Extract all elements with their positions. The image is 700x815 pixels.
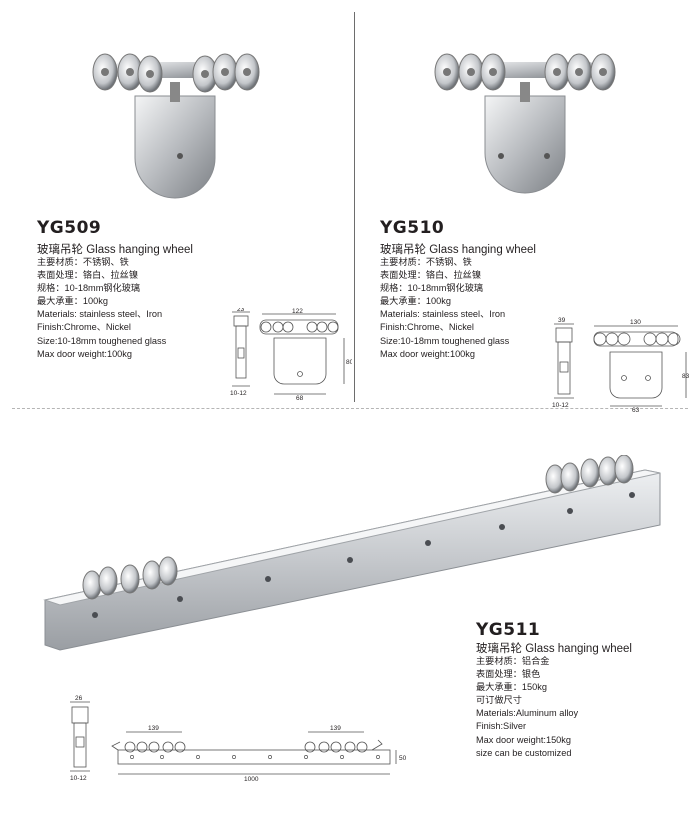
yg510-dim-height: 83 <box>682 373 690 380</box>
yg510-spec-line: Size:10-18mm toughened glass <box>380 335 510 346</box>
yg511-rail-dimension-drawing: 139 139 1000 50 <box>111 725 407 782</box>
yg509-spec-line: Size:10-18mm toughened glass <box>37 335 167 346</box>
yg509-product-photo <box>92 53 260 199</box>
yg511-spec-line: 可订做尺寸 <box>476 695 522 706</box>
yg510-product-photo <box>434 53 616 194</box>
yg509-dim-side-width: 23 <box>237 308 245 313</box>
yg511-side-dimension-drawing: 26 10-12 <box>70 695 90 782</box>
yg510-spec-line: Max door weight:100kg <box>380 348 475 359</box>
yg511-dim-wheel-left: 139 <box>148 725 159 732</box>
yg511-spec-list: 主要材质：铝合金 表面处理：银色 最大承重：150kg 可订做尺寸 Materi… <box>476 655 578 760</box>
yg511-dim-side-width: 26 <box>75 695 83 702</box>
horizontal-divider <box>12 408 688 410</box>
yg510-spec-line: 主要材质：不锈钢、铁 <box>380 257 472 267</box>
yg510-dim-side-gap: 10-12 <box>552 402 569 409</box>
yg510-spec-list: 主要材质：不锈钢、铁 表面处理：铬白、拉丝镍 规格：10-18mm钢化玻璃 最大… <box>380 256 509 361</box>
yg509-dim-side-gap: 10-12 <box>230 390 247 397</box>
yg510-dim-side-width: 39 <box>558 317 566 324</box>
vertical-divider <box>354 12 355 402</box>
yg511-dim-side-gap: 10-12 <box>70 775 87 782</box>
yg510-dim-top-width: 130 <box>630 319 641 326</box>
yg511-model: YG511 <box>476 620 541 640</box>
yg509-spec-line: Finish:Chrome、Nickel <box>37 322 131 333</box>
yg510-spec-line: Finish:Chrome、Nickel <box>380 322 474 333</box>
yg509-spec-line: 规格：10-18mm钢化玻璃 <box>37 283 141 294</box>
yg510-subtitle: 玻璃吊轮 Glass hanging wheel <box>380 244 536 256</box>
yg511-subtitle: 玻璃吊轮 Glass hanging wheel <box>476 643 632 655</box>
yg509-spec-line: Materials: stainless steel、Iron <box>37 309 163 320</box>
yg509-subtitle: 玻璃吊轮 Glass hanging wheel <box>37 244 193 256</box>
yg510-model: YG510 <box>380 218 445 238</box>
yg510-spec-line: 表面处理：铬白、拉丝镍 <box>380 270 482 281</box>
yg509-dim-height: 80 <box>346 359 352 366</box>
yg511-spec-line: size can be customized <box>476 747 572 758</box>
yg510-dim-bottom-width: 63 <box>632 407 640 412</box>
yg511-spec-line: Materials:Aluminum alloy <box>476 708 579 719</box>
yg511-spec-line: 最大承重：150kg <box>476 682 547 693</box>
yg510-spec-line: 规格：10-18mm钢化玻璃 <box>380 283 484 294</box>
yg511-product-photo <box>43 455 661 651</box>
yg509-spec-line: 主要材质：不锈钢、铁 <box>37 257 129 267</box>
yg509-spec-line: 最大承重：100kg <box>37 296 108 307</box>
yg509-dimension-drawing: 23 10-12 122 80 68 <box>230 308 352 400</box>
yg510-spec-line: 最大承重：100kg <box>380 296 451 307</box>
yg511-spec-line: Finish:Silver <box>476 721 527 732</box>
yg509-dim-top-width: 122 <box>292 308 303 315</box>
yg511-spec-line: 主要材质：铝合金 <box>476 656 550 666</box>
yg511-spec-line: 表面处理：银色 <box>476 669 541 680</box>
yg509-model: YG509 <box>37 218 102 238</box>
yg509-spec-list: 主要材质：不锈钢、铁 表面处理：铬白、拉丝镍 规格：10-18mm钢化玻璃 最大… <box>37 256 166 361</box>
yg509-dim-bottom-width: 68 <box>296 395 304 400</box>
yg511-dim-height: 50 <box>399 755 407 762</box>
yg511-dim-length: 1000 <box>244 776 259 782</box>
yg510-dimension-drawing: 39 10-12 130 83 63 <box>552 317 690 412</box>
yg509-spec-line: Max door weight:100kg <box>37 348 132 359</box>
yg510-spec-line: Materials: stainless steel、Iron <box>380 309 506 320</box>
yg511-dim-wheel-right: 139 <box>330 725 341 732</box>
yg511-spec-line: Max door weight:150kg <box>476 734 571 745</box>
yg509-spec-line: 表面处理：铬白、拉丝镍 <box>37 270 139 281</box>
